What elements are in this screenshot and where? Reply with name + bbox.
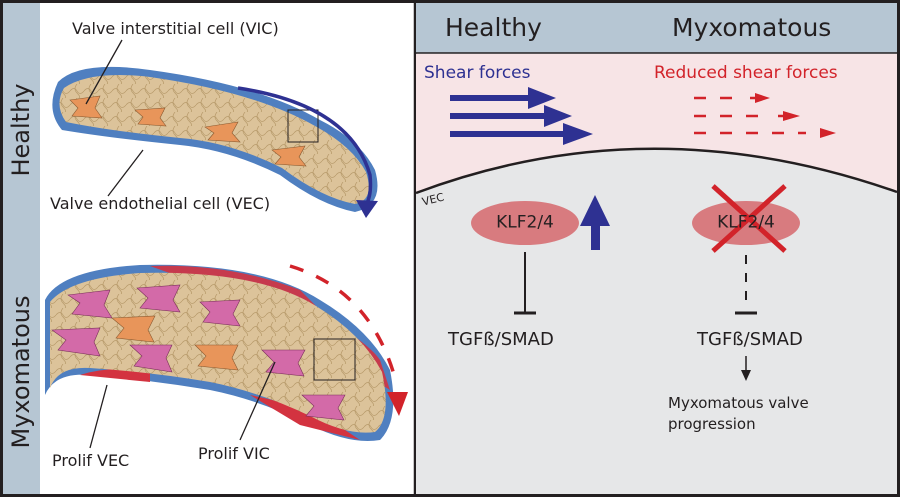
reduced-shear-arrows [694,93,836,138]
label-vec: Valve endothelial cell (VEC) [50,194,271,213]
tgfb-smad-healthy: TGFß/SMAD [448,329,554,350]
reduced-flow-arrow [289,264,397,379]
cell-membrane [415,147,898,195]
side-label-myxomatous: Myxomatous [7,295,35,449]
inhibition-line-healthy [514,252,536,315]
progression-arrow-icon [741,356,751,381]
reduced-shear-label: Reduced shear forces [654,63,838,83]
klf-label-myxomatous: KLF2/4 [717,212,775,233]
upregulation-arrow-icon [580,195,610,250]
outcome-line-1: Myxomatous valve [668,394,809,412]
label-prolif-vec: Prolif VEC [52,451,130,470]
myxomatous-valve-illustration [45,264,408,449]
cross-out-icon [711,184,787,253]
zoom-box [287,109,319,143]
inhibition-line-myxomatous [735,255,757,315]
klf-label-healthy: KLF2/4 [496,212,554,233]
header-myxomatous: Myxomatous [672,13,832,42]
cell-region [416,148,897,494]
klf-ellipse-healthy [471,201,579,245]
healthy-valve-illustration [52,39,378,218]
shear-forces-label: Shear forces [424,63,531,83]
tgfb-smad-myxomatous: TGFß/SMAD [697,329,803,350]
zoom-box [313,338,356,381]
outcome-line-2: progression [668,415,756,433]
blood-flow-arrow [237,86,373,206]
side-label-healthy: Healthy [7,83,35,177]
label-vic: Valve interstitial cell (VIC) [72,19,279,38]
label-prolif-vic: Prolif VIC [198,444,270,463]
side-strip [3,3,40,494]
header-healthy: Healthy [445,13,542,42]
header-band [416,3,897,53]
shear-force-arrows [450,87,593,145]
